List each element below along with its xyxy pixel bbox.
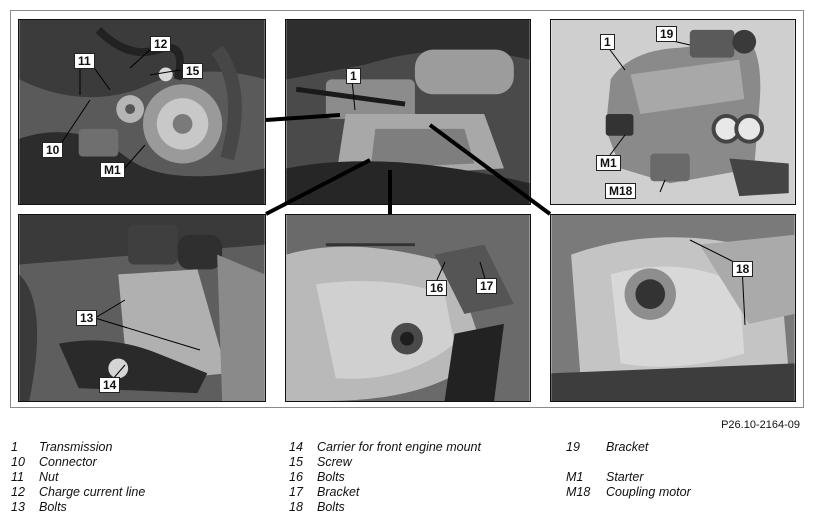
legend-text: Connector (39, 455, 97, 469)
legend-text: Coupling motor (606, 485, 691, 499)
photo-panel-isolated-transmission (550, 19, 796, 205)
photo-panel-starter-detail (18, 19, 266, 205)
legend-text: Carrier for front engine mount (317, 440, 481, 454)
legend-number: 19 (566, 440, 580, 454)
legend-text: Charge current line (39, 485, 146, 499)
legend-text: Transmission (39, 440, 113, 454)
callout-16: 16 (426, 280, 448, 296)
callout-17: 17 (476, 278, 498, 294)
figure-reference: P26.10-2164-09 (721, 419, 800, 431)
legend-number: 18 (289, 500, 303, 514)
callout-m1-panel1: M1 (100, 162, 125, 178)
callout-11: 11 (74, 53, 95, 69)
photo-transmission-housing (551, 215, 795, 401)
callout-12: 12 (150, 36, 172, 52)
photo-panel-overview (285, 19, 531, 205)
photo-engine-mount (19, 215, 265, 401)
callout-m18: M18 (605, 183, 637, 199)
legend-text: Bolts (39, 500, 67, 514)
legend-text: Bracket (606, 440, 649, 454)
photo-transmission-overview (286, 20, 530, 204)
legend-text: Starter (606, 470, 644, 484)
photo-panel-engine-mount (18, 214, 266, 402)
photo-isolated-transmission (551, 20, 795, 204)
callout-1-panel2: 1 (346, 68, 361, 84)
legend-number: 14 (289, 440, 303, 454)
legend-number: 13 (11, 500, 25, 514)
legend-text: Screw (317, 455, 352, 469)
legend-text: Bracket (317, 485, 360, 499)
legend-number: 10 (11, 455, 25, 469)
photo-panel-bell-housing (285, 214, 531, 402)
photo-starter-detail (19, 20, 265, 204)
callout-18: 18 (732, 261, 754, 277)
legend-number: 1 (11, 440, 18, 454)
callout-1-panel3: 1 (600, 34, 615, 50)
legend-number: M18 (566, 485, 591, 499)
callout-m1-panel3: M1 (596, 155, 621, 171)
legend-number: 15 (289, 455, 303, 469)
legend-text: Bolts (317, 500, 345, 514)
callout-19: 19 (656, 26, 678, 42)
photo-bell-housing (286, 215, 530, 401)
legend-text: Bolts (317, 470, 345, 484)
callout-14: 14 (99, 377, 121, 393)
legend-number: 16 (289, 470, 303, 484)
legend-number: 12 (11, 485, 25, 499)
photo-panel-transmission-housing (550, 214, 796, 402)
legend-number: 17 (289, 485, 303, 499)
callout-13: 13 (76, 310, 98, 326)
legend-number: M1 (566, 470, 584, 484)
callout-15: 15 (182, 63, 204, 79)
legend-number: 11 (11, 470, 24, 484)
legend-text: Nut (39, 470, 59, 484)
callout-10: 10 (42, 142, 64, 158)
